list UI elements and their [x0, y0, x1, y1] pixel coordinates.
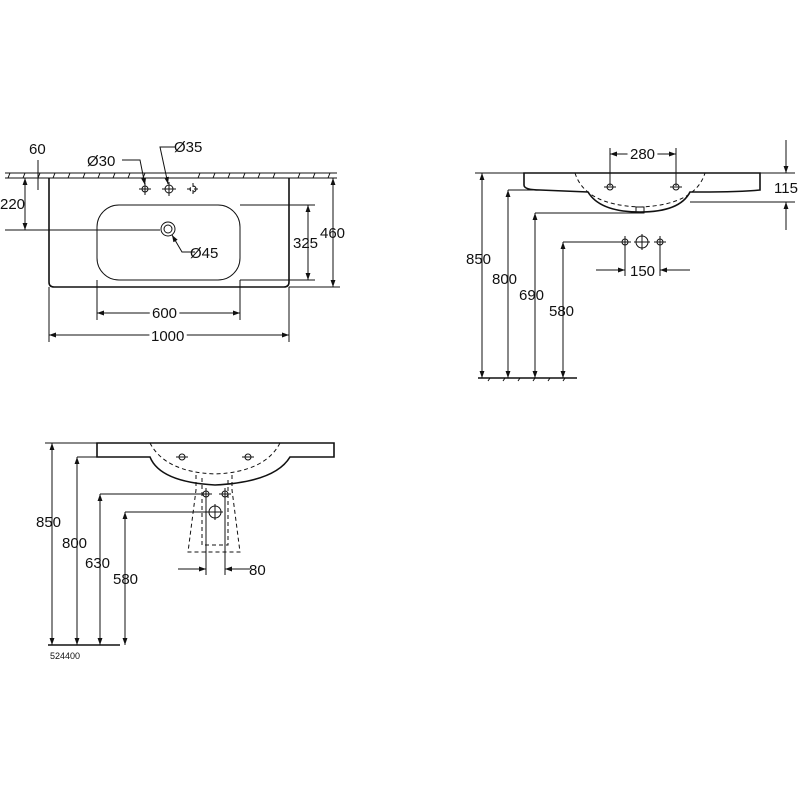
- front-dim-80-label: 80: [249, 562, 266, 579]
- dim-dia45-label: Ø45: [190, 245, 218, 262]
- dim-325-label: 325: [293, 235, 318, 252]
- dim-220-label: 220: [0, 196, 25, 213]
- front-view: 850 800 630 580 80 524400: [36, 442, 335, 661]
- side-bowl-hidden: [574, 172, 706, 208]
- dim-1000-label: 1000: [151, 328, 184, 345]
- basin-outline: [48, 178, 290, 288]
- front-fittings: [200, 488, 231, 520]
- dim-800-label: 800: [492, 271, 517, 288]
- dim-600-label: 600: [152, 305, 177, 322]
- dim-115-label: 115: [774, 180, 798, 197]
- dim-150-label: 150: [630, 263, 655, 280]
- side-basin-outline: [523, 172, 761, 213]
- dim-690-label: 690: [519, 287, 544, 304]
- dim-460-label: 460: [320, 225, 345, 242]
- dim-280-label: 280: [630, 146, 655, 163]
- tap-holes: [139, 182, 199, 196]
- dim-850-label: 850: [466, 251, 491, 268]
- front-dim-630-label: 630: [85, 555, 110, 572]
- dim-1000-bg: 1000: [151, 328, 184, 345]
- wall-hatch: [7, 172, 331, 179]
- front-dim-850-label: 850: [36, 514, 61, 531]
- top-view: 60 Ø30 Ø35 220 325 460 Ø45 600 600 1000: [0, 139, 345, 348]
- dim-580-label: 580: [549, 303, 574, 320]
- drawing-code: 524400: [50, 651, 80, 661]
- drain: [160, 221, 176, 237]
- front-bowl-hidden: [149, 442, 281, 475]
- dim-280-bg: 280: [630, 146, 655, 163]
- dia35-leader: [159, 146, 175, 185]
- dia30-leader: [122, 159, 147, 186]
- basin-bowl: [96, 204, 241, 281]
- side-view: 280 280 115 850 800 690 580: [466, 140, 798, 382]
- dim-600-bg: 600: [152, 305, 177, 322]
- front-tap-holes: [176, 453, 254, 461]
- front-dim-580-label: 580: [113, 571, 138, 588]
- front-basin-outline: [96, 442, 335, 486]
- front-dim-800-label: 800: [62, 535, 87, 552]
- dim-dia35-label: Ø35: [174, 139, 202, 156]
- side-floor-hatch: [487, 377, 566, 382]
- side-fittings: [619, 234, 666, 250]
- dia45-leader: [171, 234, 195, 253]
- dim-dia30-label: Ø30: [87, 153, 115, 170]
- siphon-cover-outer: [187, 475, 241, 553]
- siphon-cover-inner: [201, 478, 229, 546]
- dim-60-label: 60: [29, 141, 46, 158]
- side-tap-holes: [604, 183, 682, 191]
